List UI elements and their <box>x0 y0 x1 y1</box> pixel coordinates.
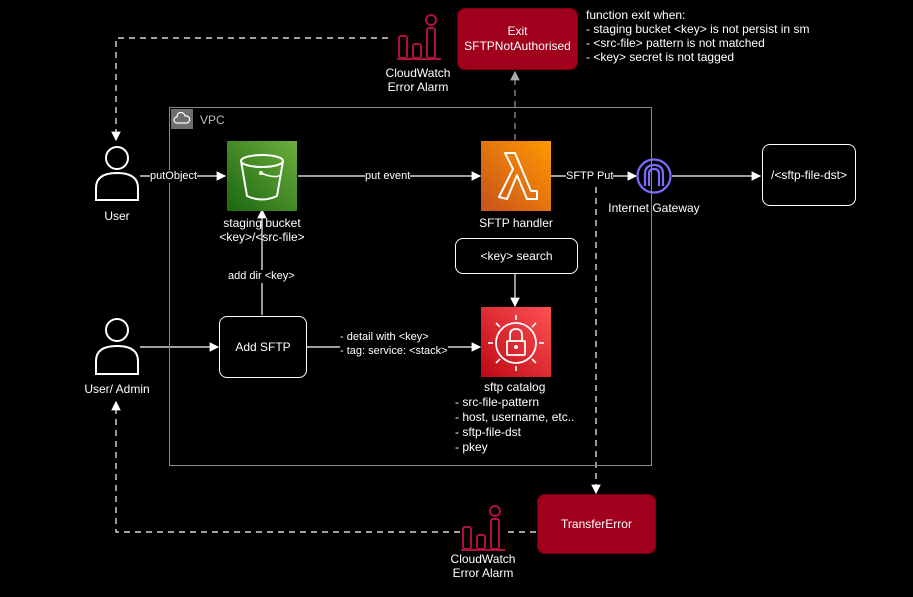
sftp-handler-label: SFTP handler <box>479 216 553 230</box>
catalog-item: - pkey <box>455 440 488 454</box>
edge-alarm-to-admin <box>111 400 460 533</box>
s3-bucket-icon <box>240 154 284 201</box>
sftp-file-dst-box[interactable]: /<sftp-file-dst> <box>762 144 856 206</box>
cloudwatch-bottom-line2: Error Alarm <box>452 566 514 580</box>
edge-label-sftp-put: SFTP Put <box>566 170 614 183</box>
exit-conditions-note: function exit when: - staging bucket <ke… <box>586 8 809 64</box>
staging-bucket-label: staging bucket <key>/<src-file> <box>212 216 312 244</box>
exit-sftp-not-authorised-box[interactable]: Exit SFTPNotAuthorised <box>457 8 578 70</box>
staging-bucket-line2: <key>/<src-file> <box>219 230 305 244</box>
catalog-item: - src-file-pattern <box>455 395 540 409</box>
secrets-manager-icon <box>488 315 544 371</box>
cloudwatch-bottom-line1: CloudWatch <box>450 552 516 566</box>
exit-note-title: function exit when: <box>586 8 686 22</box>
catalog-item: - sftp-file-dst <box>455 425 522 439</box>
sftp-catalog-items: - src-file-pattern - host, username, etc… <box>455 395 574 455</box>
lambda-icon <box>498 152 538 200</box>
internet-gateway-label: Internet Gateway <box>608 201 700 215</box>
user-label: User <box>104 209 130 223</box>
exit-line1: Exit <box>507 24 528 38</box>
catalog-item: - host, username, etc.. <box>455 410 575 424</box>
sftp-catalog-title: sftp catalog <box>484 380 546 394</box>
cloudwatch-alarm-icon <box>461 505 505 551</box>
cloudwatch-bottom-label: CloudWatch Error Alarm <box>437 552 529 580</box>
transfer-error-label: TransferError <box>561 516 632 531</box>
cloudwatch-top-line1: CloudWatch <box>385 66 451 80</box>
vpc-cloud-icon <box>171 109 193 129</box>
edge-label-add-dir: add dir <key> <box>228 270 295 283</box>
vpc-group <box>169 107 652 466</box>
exit-note-line: - <key> secret is not tagged <box>586 50 735 64</box>
admin-label: User/ Admin <box>84 382 150 396</box>
edge-label-put-object: putObject <box>150 170 198 183</box>
detail-line1: - detail with <key> <box>340 331 429 343</box>
exit-note-line: - <src-file> pattern is not matched <box>586 36 765 50</box>
edge-alarm-to-user <box>111 37 388 142</box>
transfer-error-box[interactable]: TransferError <box>537 494 656 554</box>
detail-line2: - tag: service: <stack> <box>340 345 448 357</box>
exit-line2: SFTPNotAuthorised <box>464 39 571 53</box>
vpc-label: VPC <box>200 113 225 127</box>
staging-bucket-node[interactable] <box>227 141 297 211</box>
cloudwatch-alarm-icon <box>397 14 441 60</box>
sftp-catalog-node[interactable] <box>481 307 551 377</box>
add-sftp-box[interactable]: Add SFTP <box>219 316 307 378</box>
user-icon[interactable] <box>94 144 140 202</box>
key-search-box[interactable]: <key> search <box>455 238 578 274</box>
admin-user-icon[interactable] <box>94 316 140 376</box>
edge-label-put-event: put event <box>365 170 411 183</box>
cloudwatch-top-line2: Error Alarm <box>387 80 449 94</box>
staging-bucket-line1: staging bucket <box>223 216 301 230</box>
exit-note-line: - staging bucket <key> is not persist in… <box>586 22 810 36</box>
sftp-handler-node[interactable] <box>481 141 551 211</box>
edge-label-detail: - detail with <key> - tag: service: <sta… <box>340 330 448 358</box>
cloudwatch-top-label: CloudWatch Error Alarm <box>372 66 464 94</box>
internet-gateway-icon[interactable] <box>636 158 672 194</box>
